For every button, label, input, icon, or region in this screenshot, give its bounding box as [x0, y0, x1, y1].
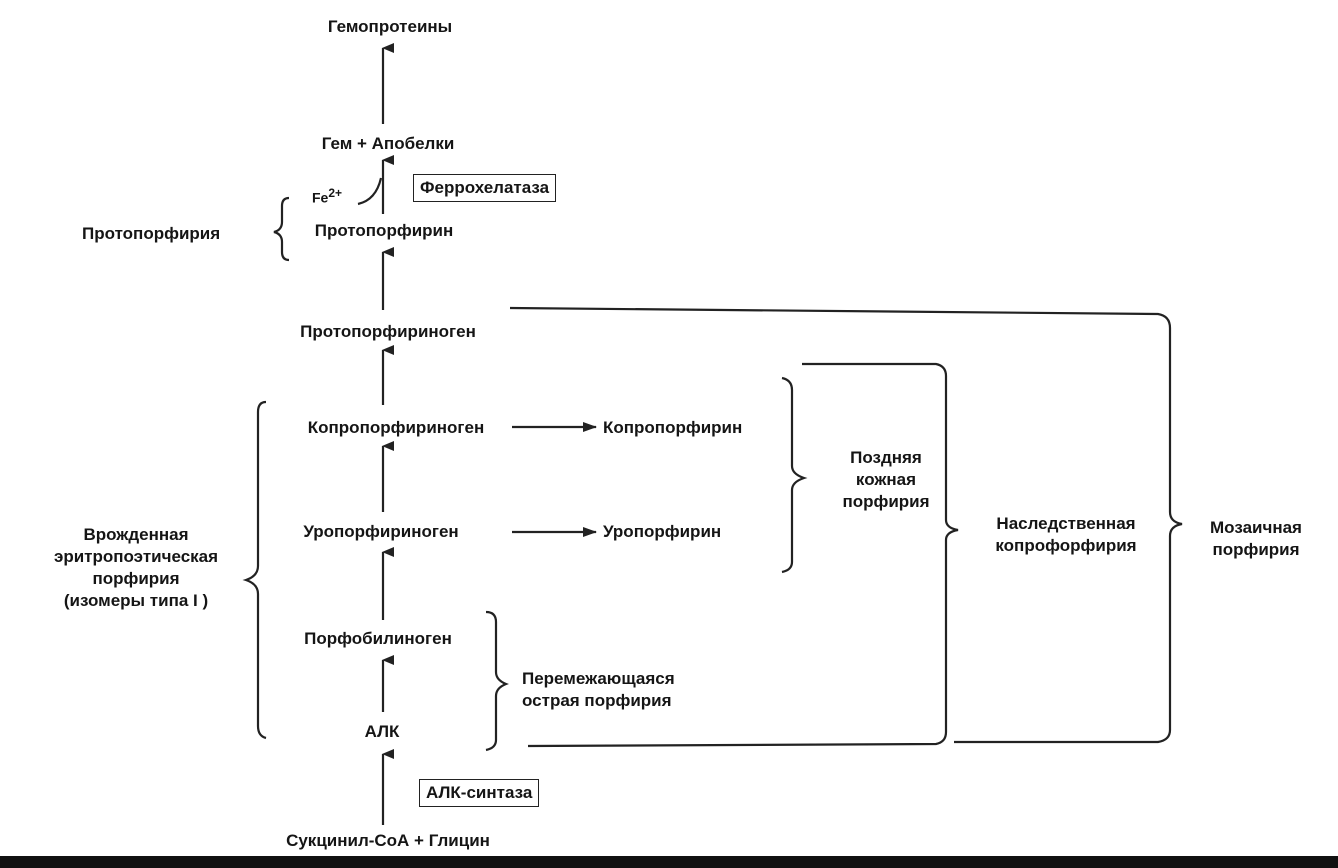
disease-late-cutaneous: Поздняя кожная порфирия — [842, 447, 929, 513]
label-coproporphyrin: Копропорфирин — [603, 418, 743, 437]
disease-hereditary-line1: Наследственная — [996, 514, 1136, 533]
iron-curve — [357, 177, 383, 206]
label-iron: Fe2+ — [312, 186, 342, 206]
disease-variegate: Мозаичная порфирия — [1210, 517, 1302, 561]
brace-late-cutaneous — [781, 376, 808, 574]
iron-symbol: Fe — [312, 189, 329, 206]
brace-protoporphyria — [273, 196, 290, 262]
enzyme-ala-synthase: АЛК-синтаза — [419, 779, 540, 807]
disease-late-line1: Поздняя — [850, 448, 922, 467]
disease-congenital-line3: порфирия — [92, 569, 180, 588]
iron-charge: 2+ — [328, 186, 343, 200]
disease-acute-line1: Перемежающаяся — [522, 669, 675, 688]
disease-hereditary-line2: копрофорфирия — [995, 536, 1137, 555]
disease-acute-intermittent: Перемежающаяся острая порфирия — [522, 668, 675, 712]
disease-protoporphyria: Протопорфирия — [82, 224, 221, 243]
disease-congenital-line4: (изомеры типа I ) — [63, 591, 209, 610]
label-porphobilinogen: Порфобилиноген — [304, 629, 452, 648]
brace-hereditary — [527, 362, 959, 748]
label-hemoproteins: Гемопротеины — [327, 17, 453, 36]
bottom-border — [0, 856, 1338, 868]
disease-congenital-line2: эритропоэтическая — [53, 547, 219, 566]
label-protoporphyrin: Протопорфирин — [314, 221, 454, 240]
brace-acute — [485, 610, 509, 752]
label-uroporphyrinogen: Уропорфириноген — [303, 522, 459, 541]
disease-late-line2: кожная — [855, 470, 917, 489]
disease-variegate-line2: порфирия — [1212, 540, 1300, 559]
disease-congenital-erythropoietic: Врожденная эритропоэтическая порфирия (и… — [54, 524, 218, 612]
disease-acute-line2: острая порфирия — [522, 691, 672, 710]
brace-variegate — [509, 306, 1183, 744]
label-substrates: Сукцинил-СоА + Глицин — [286, 831, 490, 850]
label-protoporphyrinogen: Протопорфириноген — [300, 322, 476, 341]
enzyme-ferrochelatase: Феррохелатаза — [413, 174, 557, 202]
disease-variegate-line1: Мозаичная — [1210, 518, 1302, 537]
disease-late-line3: порфирия — [842, 492, 930, 511]
disease-hereditary-coproporphyria: Наследственная копрофорфирия — [995, 513, 1136, 557]
label-coproporphyrinogen: Копропорфириноген — [307, 418, 485, 437]
brace-congenital — [242, 400, 267, 740]
disease-congenital-line1: Врожденная — [83, 525, 189, 544]
label-uroporphyrin: Уропорфирин — [603, 522, 722, 541]
label-ala: АЛК — [364, 722, 400, 741]
label-heme-apoproteins: Гем + Апобелки — [321, 134, 455, 153]
